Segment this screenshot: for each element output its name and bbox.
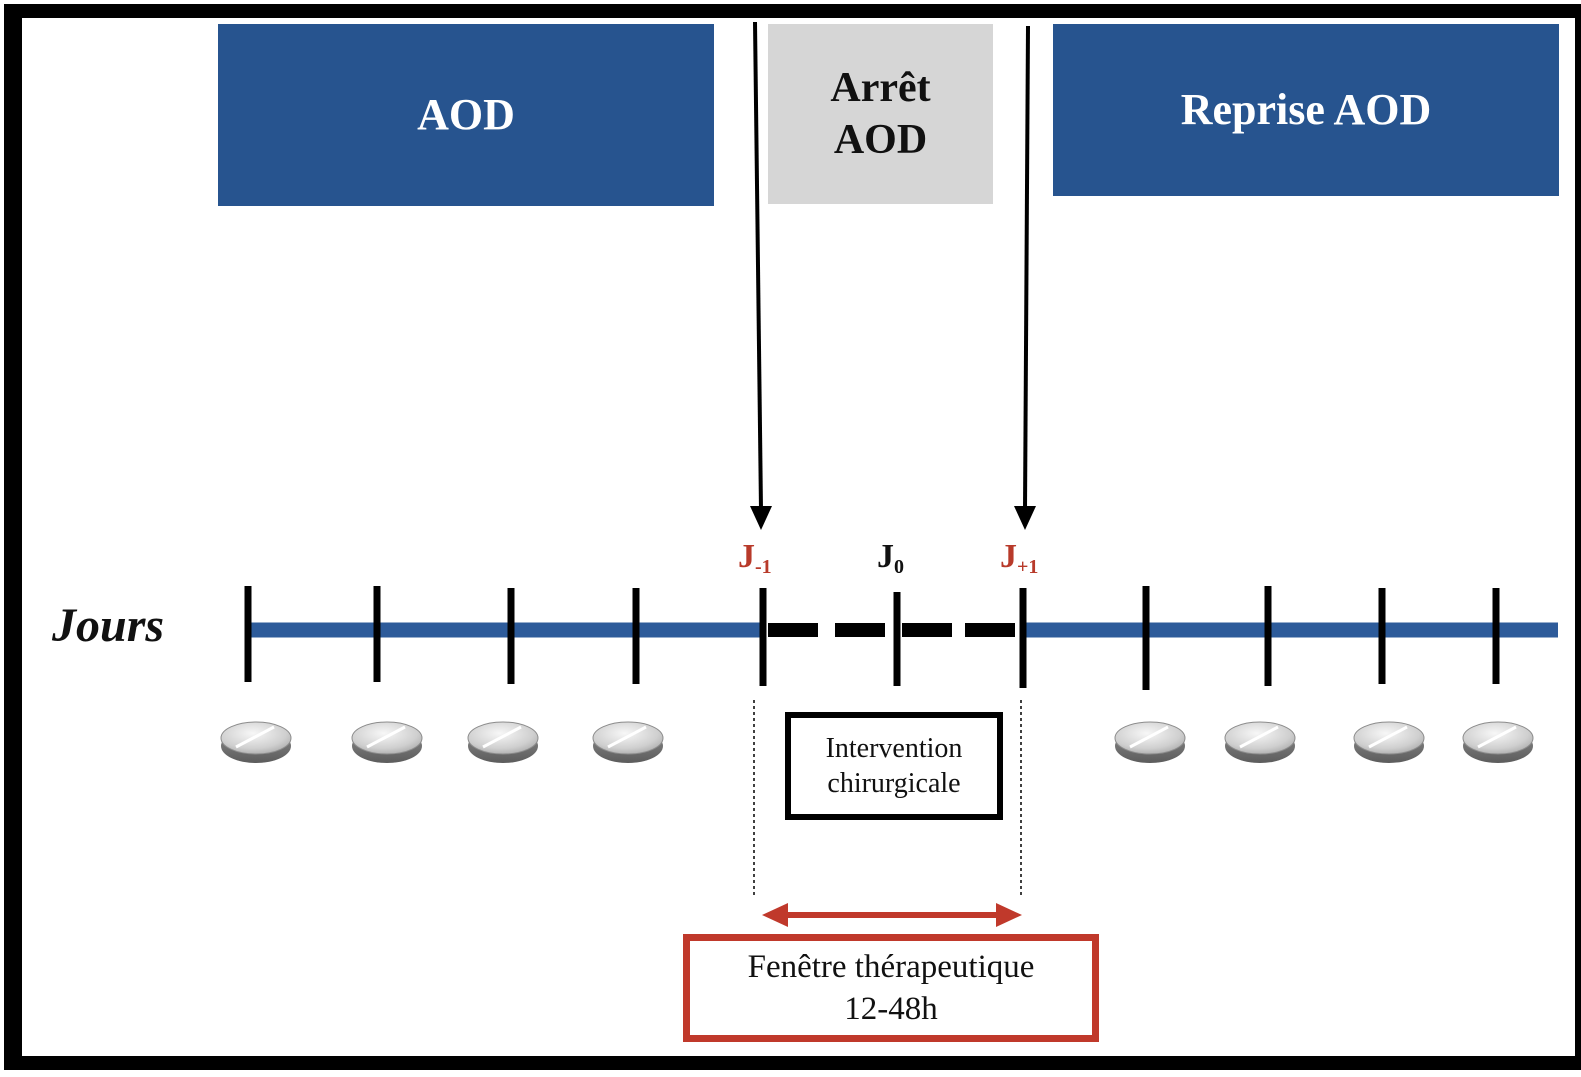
phase-resume-label: Reprise AOD: [1180, 85, 1432, 134]
day-label-j-minus-1: J-1: [738, 538, 772, 578]
surgery-box: Intervention chirurgicale: [785, 712, 1003, 820]
pill-row: [220, 721, 1534, 763]
surgery-line1: Intervention: [825, 733, 963, 764]
phase-aod-label: AOD: [417, 90, 515, 139]
pill-icon: [1224, 721, 1296, 763]
phase-resume-aod: Reprise AOD: [1053, 24, 1559, 196]
pill-icon: [1353, 721, 1425, 763]
pill-icon: [1114, 721, 1186, 763]
day-ticks: [244, 586, 1500, 690]
window-line1: Fenêtre thérapeutique: [747, 949, 1035, 985]
phase-stop-line2: AOD: [833, 117, 928, 163]
day-label-j-plus-1: J+1: [1000, 538, 1039, 578]
axis-label-days: Jours: [52, 599, 165, 652]
pill-icon: [351, 721, 423, 763]
pill-icon: [467, 721, 539, 763]
arrow-resume: [1014, 25, 1036, 530]
surgery-line2: chirurgicale: [827, 768, 961, 799]
phase-stop-aod: Arrêt AOD: [768, 24, 993, 204]
pill-icon: [220, 721, 292, 763]
pill-icon: [1462, 721, 1534, 763]
phase-stop-line1: Arrêt: [830, 65, 931, 111]
pill-icon: [592, 721, 664, 763]
window-line2: 12-48h: [844, 991, 938, 1027]
axis-dashed-interruption: [768, 623, 1015, 637]
day-label-j-0: J0: [877, 538, 904, 578]
arrow-stop: [750, 21, 772, 530]
window-double-arrow: [762, 903, 1022, 927]
phase-aod: AOD: [218, 24, 714, 206]
therapeutic-window-box: Fenêtre thérapeutique 12-48h: [683, 934, 1099, 1042]
